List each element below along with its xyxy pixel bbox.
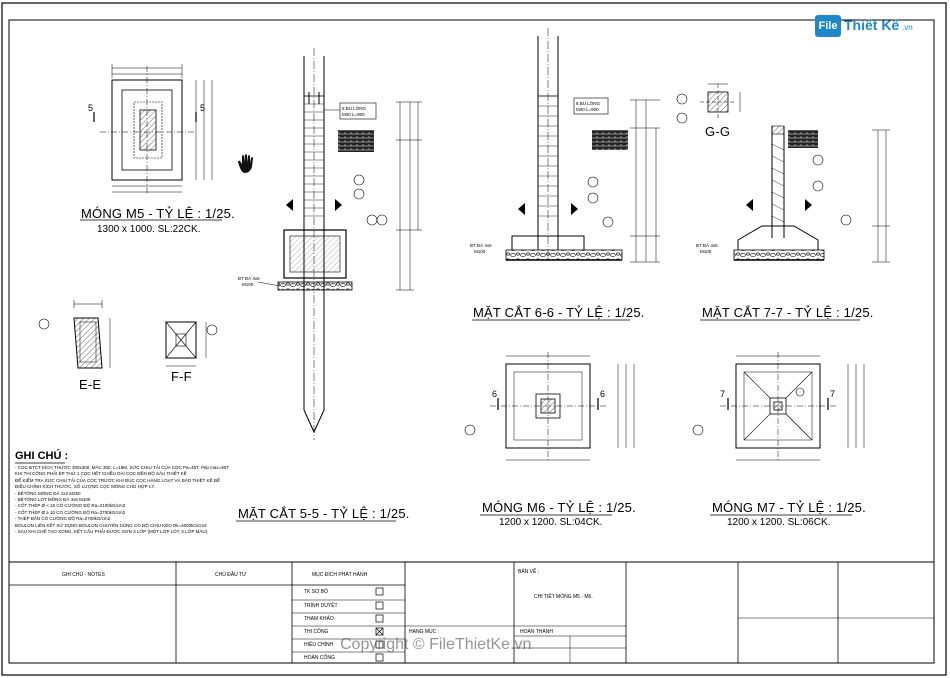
tb-purpose-6: HOÀN CÔNG [304,655,335,661]
logo-word: Thiết Kế [844,17,900,33]
note-line: BOULON LIÊN KẾT SỬ DỤNG BOULON CHUYÊN DÙ… [15,522,207,528]
s66-bulong-spec: M30 L=900 [576,107,599,112]
s77-btlot-a: BT ĐÁ 4x6 [696,242,718,248]
s66-btlot-a: BT ĐÁ 4x6 [470,242,492,248]
section-5-5: 8 BU LÔNG M30 L=900 BT ĐÁ 4x6 M100 [236,48,422,522]
logo-badge: File [815,15,841,37]
logo-domain: .vn [902,23,913,32]
s77-title: MẶT CẮT 7-7 - TỶ LỆ : 1/25. [702,305,874,320]
filethietke-logo[interactable]: File Thiết Kế .vn [815,12,925,38]
copyright-watermark: Copyright © FileThietKe.vn [340,636,532,653]
s77-btlot-b: M100 [700,249,712,254]
tb-purpose-5: HIỆU CHỈNH [304,642,334,648]
s55-btlot-a: BT ĐÁ 4x6 [238,275,260,281]
tb-category-label: HẠNG MỤC : [409,629,439,635]
note-line: ĐỂ KIỂM TRA SỨC CHỊU TẢI CỦA CỌC TRƯỚC K… [15,477,221,483]
tb-purpose-4: THI CÔNG [304,629,329,635]
tb-drawing-label: BẢN VẼ : [518,569,540,575]
section-6-6: 8 BU LÔNG M30 L=900 BT ĐÁ 4x6 M100 [470,28,660,321]
m6-cut-label-right: 6 [600,389,605,399]
checkbox-hoan-cong[interactable] [375,653,384,662]
title-block [8,561,935,664]
note-line: - CỌC BTCT KÍCH THƯỚC 300x300, MÁC 300, … [15,465,229,470]
m5-plan: 5 5 [80,64,222,221]
note-line: - SAU KHI CHẾ TẠO XONG, KẾT CẤU PHẢI ĐƯỢ… [15,529,209,535]
note-line: ĐIỀU CHỈNH KÍCH THƯỚC, SỐ LƯỢNG CỌC MÓNG… [15,484,156,490]
note-line: - BÊTÔNG MÓNG ĐÁ 1x2 M250 [15,490,81,496]
s66-title: MẶT CẮT 6-6 - TỶ LỆ : 1/25. [473,305,645,320]
tb-purpose-label: MỤC ĐÍCH PHÁT HÀNH [312,572,368,578]
m5-cut-label-right: 5 [200,103,205,113]
f-f-detail [165,321,218,367]
s55-btlot-b: M100 [242,282,254,287]
purpose-checkboxes [375,587,384,662]
note-line: - CỐT THÉP Ø < 10 CÓ CƯỜNG ĐỘ Ra=2100kG/… [15,503,126,509]
notes-list: - CỌC BTCT KÍCH THƯỚC 300x300, MÁC 300, … [15,465,229,535]
s66-btlot-b: M100 [474,249,486,254]
checkbox-tham-khao[interactable] [375,614,384,623]
note-line: - CỐT THÉP Ø ≥ 10 CÓ CƯỜNG ĐỘ Ra=2700kG/… [15,509,126,515]
s66-bulong-label: 8 BU LÔNG [576,100,601,106]
e-e-detail [38,300,111,369]
m6-subtitle: 1200 x 1200. SL:04CK. [499,517,603,528]
checkbox-tk-so-bo[interactable] [375,587,384,596]
m6-cut-label-left: 6 [492,389,497,399]
ee-title: E-E [79,377,102,392]
tb-done-label: HOÀN THÀNH [520,629,553,635]
g-g-detail [676,83,741,124]
m7-subtitle: 1200 x 1200. SL:06CK. [727,517,831,528]
tb-purpose-3: THAM KHẢO [304,616,334,622]
s55-bulong-spec: M30 L=900 [342,112,365,117]
checkbox-trinh-duyet[interactable] [375,601,384,610]
note-line: KHI THI CÔNG PHẢI ÉP THỬ 1 CỌC HẾT CHIỀU… [15,471,187,477]
m7-cut-label-right: 7 [830,389,835,399]
tb-purpose-1: TK SƠ BỘ [304,589,329,595]
m7-title: MÓNG M7 - TỶ LỆ : 1/25. [712,500,866,515]
tb-notes-label: GHI CHÚ - NOTES [62,572,105,578]
checkbox-thi-cong-mark-2 [375,627,384,636]
m5-cut-label-left: 5 [88,103,93,113]
m6-title: MÓNG M6 - TỶ LỆ : 1/25. [482,500,636,515]
section-7-7: BT ĐÁ 4x6 M100 [696,125,890,321]
m6-plan: 6 6 [464,352,635,516]
note-line: - THÉP BẢN CÓ CƯỜNG ĐỘ Ra=2700kG/cm2 [15,516,111,522]
tb-purpose-2: TRÌNH DUYỆT [304,603,338,609]
s55-bulong-label: 8 BU LÔNG [342,105,367,111]
ff-title: F-F [171,369,192,384]
m5-subtitle: 1300 x 1000. SL:22CK. [97,224,201,235]
hand-cursor-icon [238,154,253,173]
tb-owner-label: CHỦ ĐẦU TƯ [215,572,247,578]
m7-cut-label-left: 7 [720,389,725,399]
m7-plan: 7 7 [692,352,865,516]
tb-drawing-name: CHI TIẾT MÓNG M5 - M6. [534,594,593,600]
s55-title: MẶT CẮT 5-5 - TỶ LỆ : 1/25. [238,506,410,521]
note-line: - BÊTÔNG LÓT MÓNG ĐÁ 4x6 M100 [15,497,91,503]
checkbox-hieu-chinh[interactable] [375,640,384,649]
gg-title: G-G [705,124,731,139]
m5-title: MÓNG M5 - TỶ LỆ : 1/25. [81,206,235,221]
notes-heading: GHI CHÚ : [15,450,69,462]
